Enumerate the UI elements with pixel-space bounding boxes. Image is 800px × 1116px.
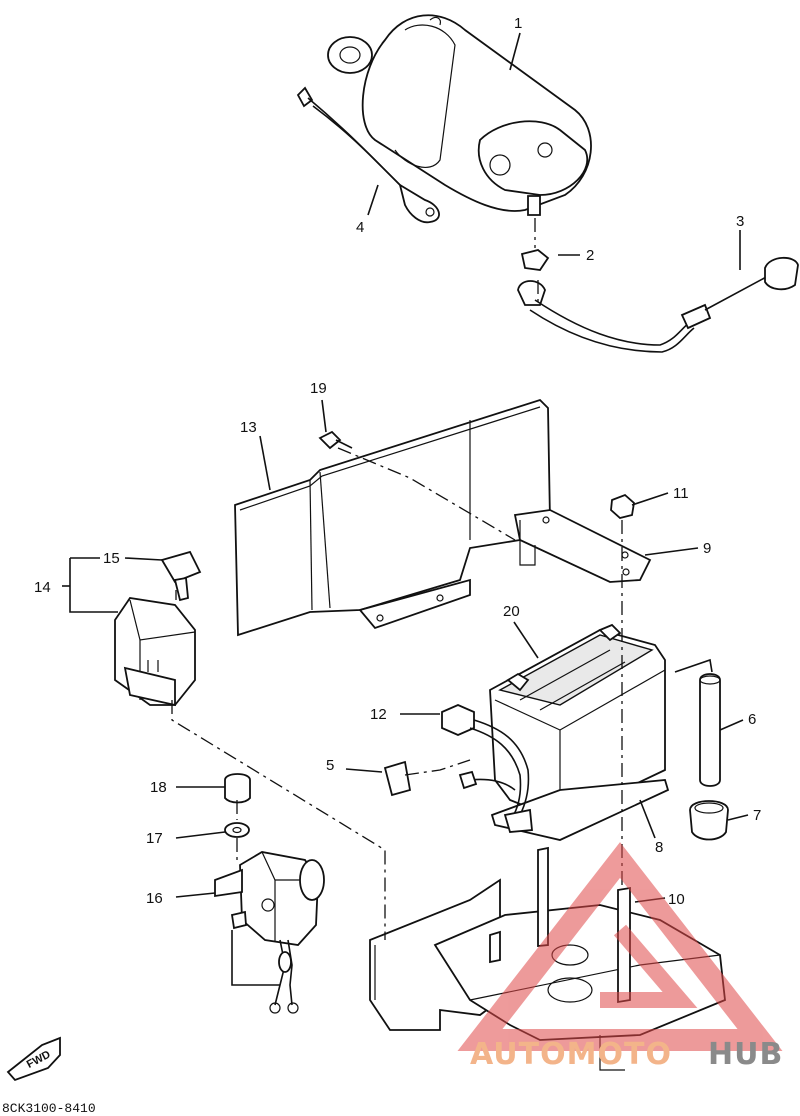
battery-box <box>234 398 551 637</box>
callout-14: 14 <box>34 579 51 596</box>
starter-motor <box>327 14 592 216</box>
watermark-text-colored: AUTOMOTO <box>470 1037 672 1072</box>
callout-12: 12 <box>370 706 387 723</box>
battery-cable <box>441 704 533 833</box>
callout-1: 1 <box>514 15 522 32</box>
starter-relay <box>214 851 325 1014</box>
part-code: 8CK3100-8410 <box>2 1101 96 1116</box>
callout-4: 4 <box>356 219 364 236</box>
grommet <box>689 800 729 841</box>
callout-20: 20 <box>503 603 520 620</box>
relay <box>114 597 196 707</box>
callout-numbers: 1 2 3 4 5 6 7 8 9 10 11 12 13 14 15 16 1… <box>34 15 761 908</box>
clip-5 <box>383 759 471 797</box>
watermark-logo <box>457 842 783 1051</box>
fwd-arrow-icon: FWD <box>6 1036 61 1082</box>
starter-cable <box>517 256 799 353</box>
washer-17 <box>224 822 250 838</box>
callout-18: 18 <box>150 779 167 796</box>
callout-15: 15 <box>103 550 120 567</box>
callout-16: 16 <box>146 890 163 907</box>
negative-lead <box>296 86 440 224</box>
callout-2: 2 <box>586 247 594 264</box>
fuse <box>160 550 202 602</box>
watermark-text-gray: HUB <box>708 1037 783 1072</box>
callout-11: 11 <box>673 485 689 502</box>
callout-6: 6 <box>748 711 756 728</box>
callout-7: 7 <box>753 807 761 824</box>
battery-band-plate <box>513 509 652 583</box>
nut-2 <box>520 249 550 271</box>
callout-8: 8 <box>655 839 663 856</box>
callout-9: 9 <box>703 540 711 557</box>
nut-11 <box>610 493 635 519</box>
callout-3: 3 <box>736 213 744 230</box>
callout-13: 13 <box>240 419 257 436</box>
battery-tray <box>490 779 670 841</box>
breather-pipe <box>699 673 721 787</box>
callout-19: 19 <box>310 380 327 397</box>
callout-bracket-14 <box>62 557 118 613</box>
callout-10: 10 <box>668 891 685 908</box>
battery <box>489 623 666 821</box>
assembly-lines <box>171 218 713 986</box>
bolt-19 <box>318 430 353 450</box>
callout-5: 5 <box>326 757 334 774</box>
callout-17: 17 <box>146 830 163 847</box>
cover-18 <box>224 773 251 804</box>
